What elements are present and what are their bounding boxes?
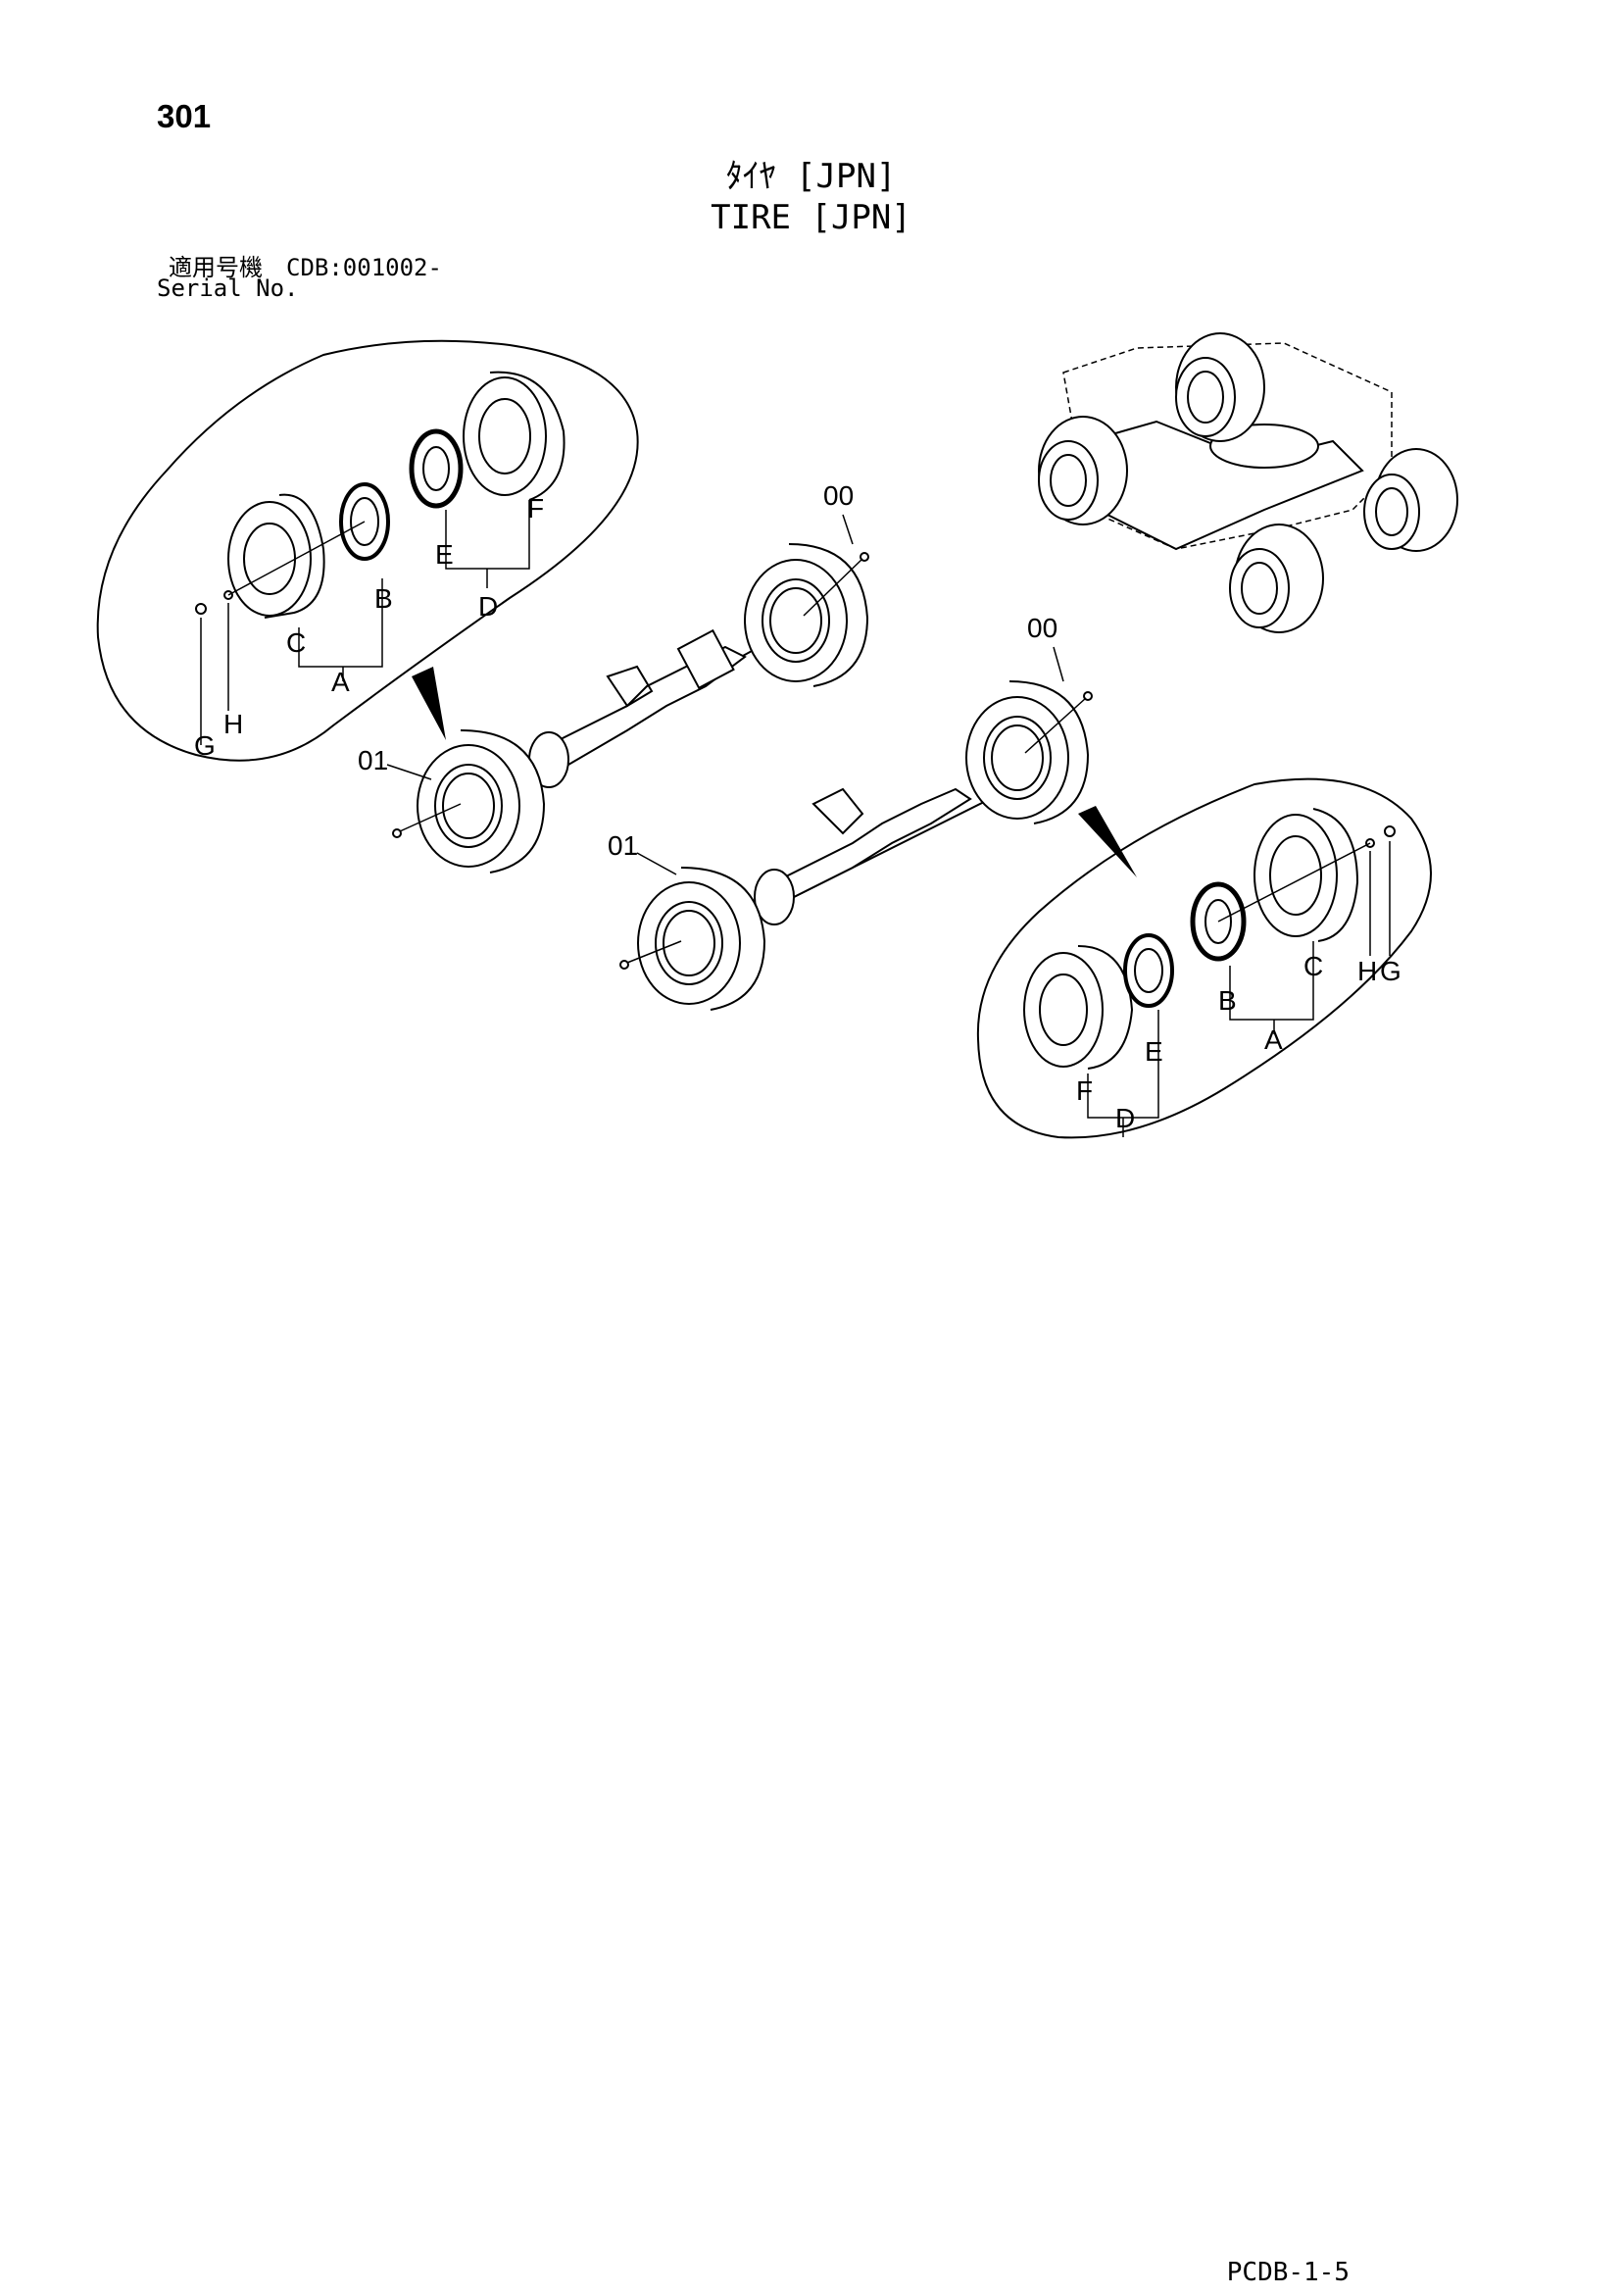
left-label-b: B xyxy=(374,583,393,614)
left-label-c: C xyxy=(286,627,306,658)
left-label-d: D xyxy=(478,591,498,622)
callout-rear-left-wheel: 01 xyxy=(608,830,638,861)
right-label-b: B xyxy=(1218,985,1237,1016)
serial-label-english: Serial No. xyxy=(157,275,299,302)
left-detail-capsule xyxy=(96,339,639,762)
overview-tire-1 xyxy=(1175,332,1265,442)
right-label-c: C xyxy=(1303,951,1323,981)
left-label-g: G xyxy=(194,730,216,761)
rear-left-tire xyxy=(637,867,766,1011)
right-detail-capsule xyxy=(976,777,1432,1139)
title-english: TIRE [JPN] xyxy=(711,198,911,237)
machine-overview xyxy=(1038,332,1458,633)
left-label-e: E xyxy=(435,539,454,570)
title-japanese: ﾀｲﾔ [JPN] xyxy=(725,157,897,196)
callout-rear-assembly: 00 xyxy=(1027,613,1057,643)
left-rim-e xyxy=(409,428,464,509)
right-label-d: D xyxy=(1115,1103,1135,1133)
left-label-h: H xyxy=(223,709,243,739)
right-rim-e xyxy=(1123,933,1174,1008)
left-label-f: F xyxy=(527,493,544,524)
right-tire-inner xyxy=(1023,945,1134,1070)
left-tire-outer xyxy=(463,371,565,501)
rear-right-tire xyxy=(965,680,1090,824)
right-label-f: F xyxy=(1076,1075,1093,1106)
front-left-tire xyxy=(417,729,546,873)
left-tire-inner xyxy=(227,493,325,619)
front-axle-assembly xyxy=(386,514,869,873)
page-number: 301 xyxy=(157,98,212,134)
right-label-e: E xyxy=(1145,1036,1163,1067)
right-label-h: H xyxy=(1357,956,1377,986)
right-label-a: A xyxy=(1264,1024,1283,1055)
document-code: PCDB-1-5 xyxy=(1226,2258,1350,2287)
callout-front-assembly: 00 xyxy=(823,480,854,511)
front-right-tire xyxy=(744,543,869,687)
serial-label-japanese: 適用号機 CDB:001002- xyxy=(169,254,442,281)
callout-front-left-wheel: 01 xyxy=(358,745,388,775)
right-tire-outer xyxy=(1253,808,1359,942)
overview-tire-4 xyxy=(1229,524,1324,633)
right-label-g: G xyxy=(1380,956,1401,986)
overview-tire-2 xyxy=(1038,416,1128,525)
overview-tire-3 xyxy=(1363,448,1458,552)
rear-axle-assembly xyxy=(619,646,1093,1011)
left-label-a: A xyxy=(331,667,350,697)
